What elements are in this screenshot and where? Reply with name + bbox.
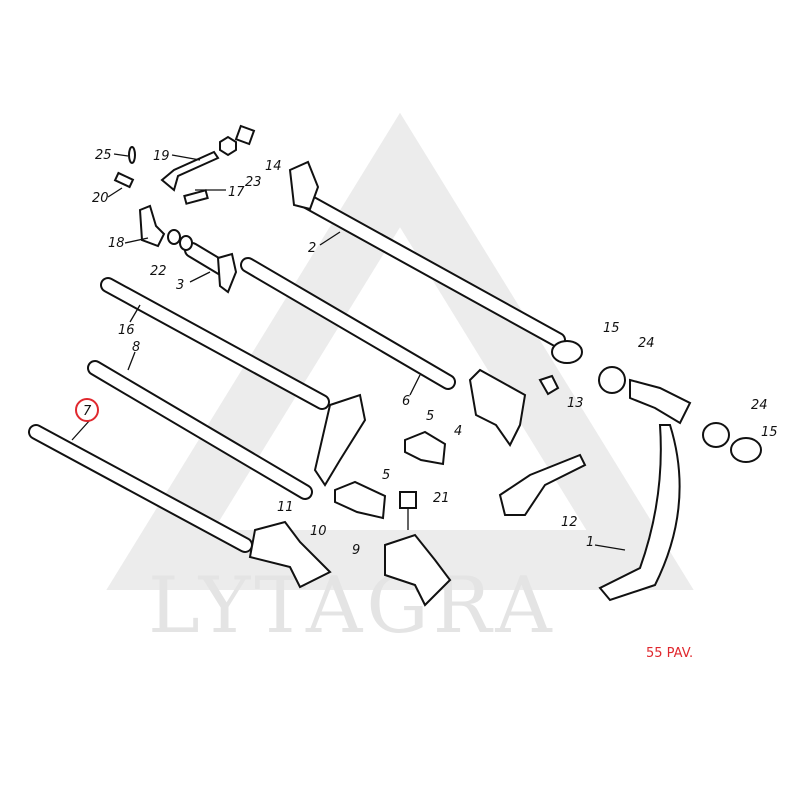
label-12: 12 xyxy=(561,515,578,530)
shaft-8 xyxy=(87,360,313,500)
small-parts xyxy=(113,124,762,607)
label-15b: 15 xyxy=(761,425,778,440)
label-13: 13 xyxy=(567,396,584,411)
label-23: 23 xyxy=(245,175,262,190)
label-14: 14 xyxy=(265,159,282,174)
label-3: 3 xyxy=(176,278,184,293)
label-24: 24 xyxy=(638,336,655,351)
label-4: 4 xyxy=(454,424,462,439)
label-5b: 5 xyxy=(382,468,390,483)
shaft-2 xyxy=(288,160,566,348)
label-25: 25 xyxy=(95,148,112,163)
label-16: 16 xyxy=(118,323,135,338)
shaft-6 xyxy=(240,257,456,390)
leader-lines xyxy=(71,153,626,551)
label-24b: 24 xyxy=(751,398,768,413)
label-15: 15 xyxy=(603,321,620,336)
label-7[interactable]: 7 xyxy=(83,404,92,419)
label-19: 19 xyxy=(153,149,170,164)
label-5: 5 xyxy=(426,409,434,424)
shaft-16 xyxy=(100,277,330,410)
label-11: 11 xyxy=(277,500,294,515)
highlight-circle xyxy=(75,398,99,422)
label-8: 8 xyxy=(132,340,140,355)
label-21: 21 xyxy=(433,491,450,506)
page-label: 55 PAV. xyxy=(646,646,694,661)
label-6: 6 xyxy=(402,394,410,409)
watermark-text: LYTAGRA xyxy=(148,561,556,651)
label-18: 18 xyxy=(108,236,125,251)
label-2: 2 xyxy=(308,241,316,256)
label-17: 17 xyxy=(228,185,245,200)
label-1: 1 xyxy=(586,535,594,550)
label-9: 9 xyxy=(352,543,360,558)
label-22: 22 xyxy=(150,264,167,279)
shaft-3 xyxy=(184,242,238,294)
label-10: 10 xyxy=(310,524,327,539)
part-labels: 25 19 14 23 20 17 18 22 3 2 16 8 15 24 1… xyxy=(75,148,778,558)
label-20: 20 xyxy=(92,191,109,206)
shaft-7 xyxy=(28,424,253,553)
